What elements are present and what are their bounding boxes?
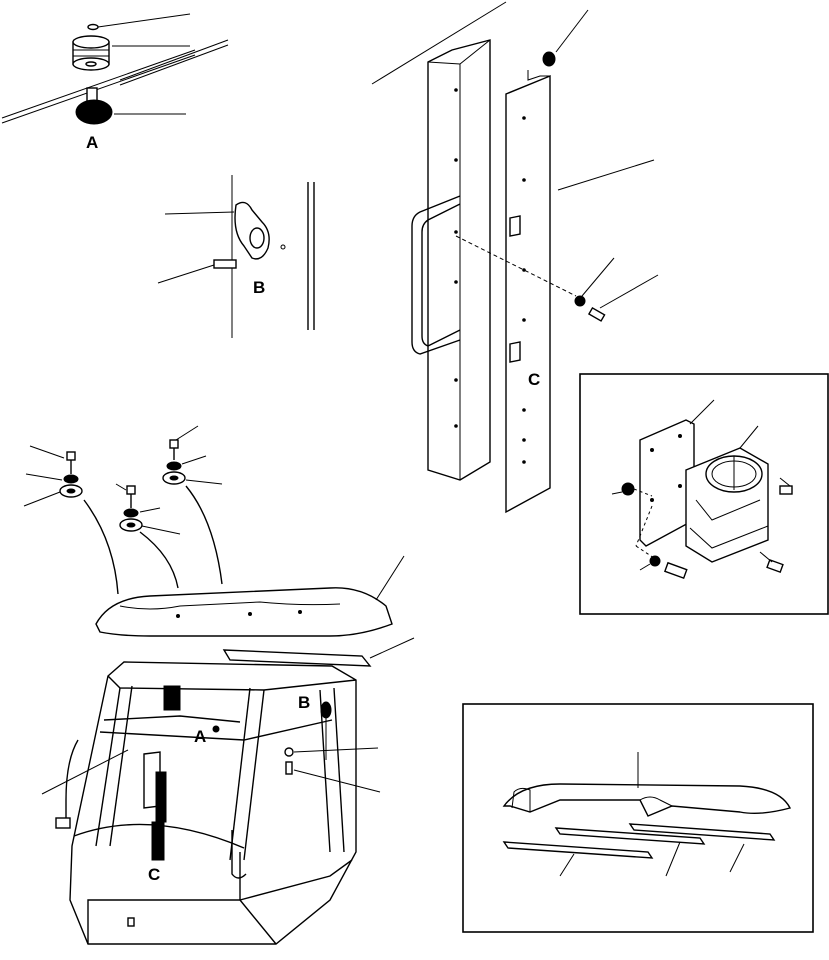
callout-b-cab: B (298, 693, 310, 712)
nut-icon (621, 482, 635, 496)
callout-a-part: A (86, 133, 98, 152)
callout-b-part: B (253, 278, 265, 297)
alt-roof-liner-icon (502, 783, 792, 817)
detail-c-post: C (371, 1, 659, 514)
nut-icon (542, 51, 556, 67)
trim-strip-icon (222, 649, 372, 667)
bolt-icon (663, 561, 688, 580)
grab-handle-icon (411, 195, 461, 355)
cab-assembly: A B C (41, 661, 381, 945)
callout-a-cab: A (194, 727, 206, 746)
detail-a-knob: A (1, 13, 229, 152)
inset-roof-liner (462, 703, 814, 933)
inset-cup-holder (579, 373, 829, 615)
callout-c-part: C (528, 370, 540, 389)
screw-icon (213, 259, 237, 269)
roof-liner-group (23, 425, 415, 667)
mounting-plate-icon (505, 74, 551, 514)
detail-b-hook: B (157, 175, 315, 338)
callout-c-cab: C (148, 865, 160, 884)
roof-liner-icon (95, 587, 393, 637)
inset-frame (462, 703, 814, 933)
marker-c-icon (151, 821, 165, 861)
bolt-icon (66, 451, 76, 461)
cab-post-icon (427, 39, 491, 481)
cab-body-icon (69, 661, 357, 945)
hook-marker-icon (320, 701, 332, 719)
knob-icon (75, 99, 113, 125)
screw-icon (779, 485, 793, 495)
marker-a-icon (163, 685, 181, 711)
washer-icon (87, 23, 99, 31)
trim-strip-icon (502, 841, 654, 859)
bolt-icon (587, 306, 606, 322)
lock-washer-icon (574, 295, 586, 307)
